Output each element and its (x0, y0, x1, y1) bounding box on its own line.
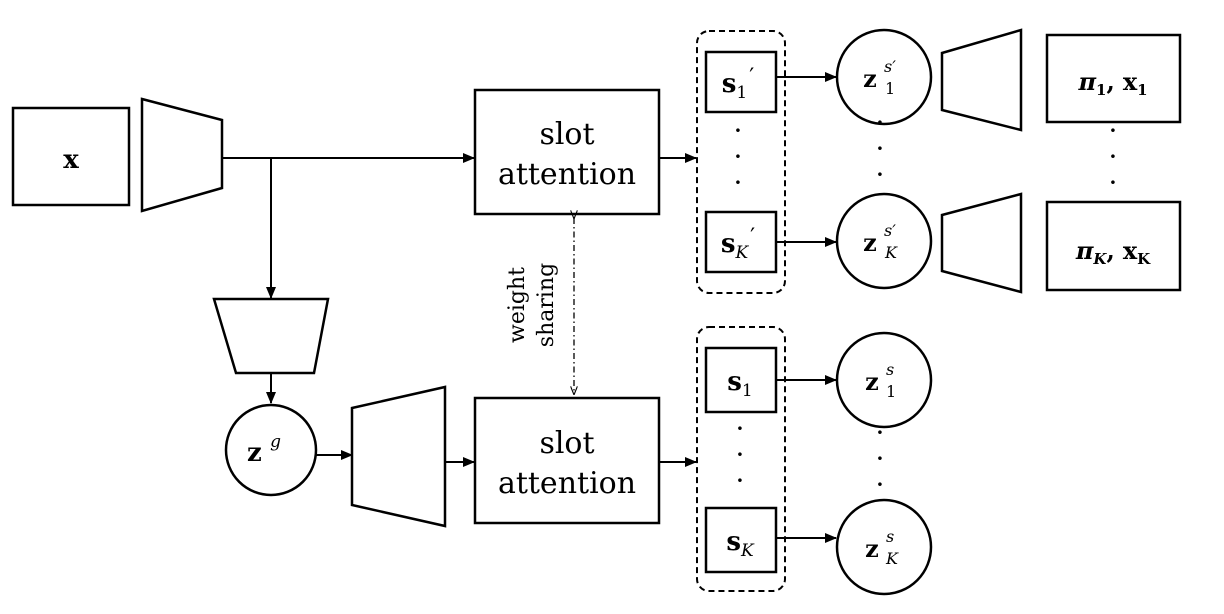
top-latent-k: z s′ K (835, 192, 933, 290)
svg-text:πK,xK: πK,xK (1075, 236, 1151, 268)
top-slot-1: s1′ (704, 50, 778, 114)
svg-text:·: · (876, 468, 885, 501)
output-1-x: x (1123, 67, 1138, 96)
weight-sharing-line1: weight (505, 267, 530, 343)
svg-text:·: · (734, 140, 743, 173)
top-slots-ellipsis: · · · (734, 114, 743, 199)
svg-text:·: · (876, 416, 885, 449)
outputs-ellipsis: · · · (1109, 114, 1118, 199)
bottom-latent-k-sub: K (885, 549, 899, 568)
slot-attention-bottom-line2: attention (498, 466, 636, 501)
bottom-latents-ellipsis: · · · (876, 416, 885, 501)
svg-text:·: · (876, 106, 885, 139)
bottom-latent-k: z s K (835, 498, 933, 596)
output-k-sep: , (1106, 236, 1114, 265)
svg-text:·: · (1109, 166, 1118, 199)
bottom-slots-group (696, 326, 786, 592)
global-latent-node: z g (224, 403, 318, 497)
svg-text:·: · (736, 412, 745, 445)
output-1-sep: , (1106, 67, 1114, 96)
bottom-slot-k: sK (704, 506, 778, 574)
bottom-slots-ellipsis: · · · (736, 412, 745, 497)
bottom-latent-1: z s 1 (835, 331, 933, 429)
bottom-latent-k-base: z (865, 534, 879, 563)
bottom-slot-1: s1 (704, 346, 778, 414)
svg-text:s1′: s1′ (722, 65, 754, 103)
svg-text:·: · (734, 166, 743, 199)
bottom-slot-k-sub: K (740, 541, 755, 561)
bottom-latent-1-sup: s (886, 360, 894, 379)
top-slot-k-sub: K (734, 243, 749, 263)
top-latent-1-sub: 1 (885, 79, 895, 98)
svg-text:·: · (876, 132, 885, 165)
svg-text:·: · (736, 438, 745, 471)
input-label: x (63, 145, 79, 175)
top-slot-1-base: s (722, 69, 737, 99)
top-latents-ellipsis: · · · (876, 106, 885, 191)
top-slot-1-prime: ′ (749, 65, 754, 90)
slot-decoder-1-trapezoid (940, 28, 1023, 132)
top-slot-k: sK′ (704, 210, 778, 274)
top-latent-k-sup: s′ (884, 221, 896, 240)
svg-text:z: z (865, 367, 879, 396)
bottom-latent-1-sub: 1 (886, 382, 896, 401)
svg-text:s1: s1 (727, 367, 752, 401)
slot-attention-top: slot attention (473, 88, 661, 216)
output-k-pi-sub: K (1092, 250, 1107, 268)
svg-text:z: z (863, 64, 877, 93)
output-1-x-sub: 1 (1137, 81, 1147, 99)
svg-text:z g: z g (247, 432, 281, 468)
svg-text:·: · (1109, 140, 1118, 173)
slot-decoder-k-trapezoid (940, 192, 1023, 294)
output-k-x-sub: K (1137, 250, 1151, 268)
top-latent-1: z s′ 1 (835, 28, 933, 126)
svg-text:·: · (736, 464, 745, 497)
svg-text:·: · (734, 114, 743, 147)
bottom-slot-k-base: s (726, 527, 741, 557)
output-1-pi-sub: 1 (1096, 81, 1106, 99)
bottom-latent-k-sup: s (886, 527, 894, 546)
input-image-box: x (11, 106, 131, 207)
bottom-latent-1-base: z (865, 367, 879, 396)
slot-attention-bottom-line1: slot (539, 426, 594, 461)
bottom-decoder-trapezoid (350, 385, 447, 528)
bottom-slot-1-sub: 1 (742, 381, 753, 401)
top-latent-1-sup: s′ (884, 57, 896, 76)
top-slots-group (696, 30, 786, 294)
global-encoder-trapezoid (212, 297, 330, 375)
svg-text:sK′: sK′ (721, 225, 755, 263)
output-k-pi: π (1075, 236, 1094, 265)
top-latent-k-sub: K (884, 243, 898, 262)
weight-sharing-label: weight sharing (505, 263, 559, 347)
slot-attention-bottom: slot attention (473, 396, 661, 525)
svg-text:sK: sK (726, 527, 755, 561)
slot-attention-top-line2: attention (498, 157, 636, 192)
bottom-slot-1-base: s (727, 367, 742, 397)
encoder-trapezoid (140, 97, 224, 213)
weight-sharing-line2: sharing (534, 263, 559, 347)
svg-text:z: z (865, 534, 879, 563)
svg-text:π1,x1: π1,x1 (1077, 67, 1147, 99)
output-box-k: πK,xK (1045, 200, 1182, 292)
output-k-x: x (1123, 236, 1138, 265)
top-slot-k-prime: ′ (750, 225, 755, 250)
top-latent-1-base: z (863, 64, 877, 93)
svg-text:z: z (863, 228, 877, 257)
slot-attention-top-line1: slot (539, 117, 594, 152)
global-latent-sup: g (270, 432, 281, 452)
top-latent-k-base: z (863, 228, 877, 257)
svg-text:·: · (876, 158, 885, 191)
global-latent-base: z (247, 438, 262, 468)
svg-text:·: · (876, 442, 885, 475)
top-slot-k-base: s (721, 229, 736, 259)
svg-text:·: · (1109, 114, 1118, 147)
output-box-1: π1,x1 (1045, 33, 1182, 124)
top-slot-1-sub: 1 (736, 83, 747, 103)
output-1-pi: π (1077, 67, 1096, 96)
